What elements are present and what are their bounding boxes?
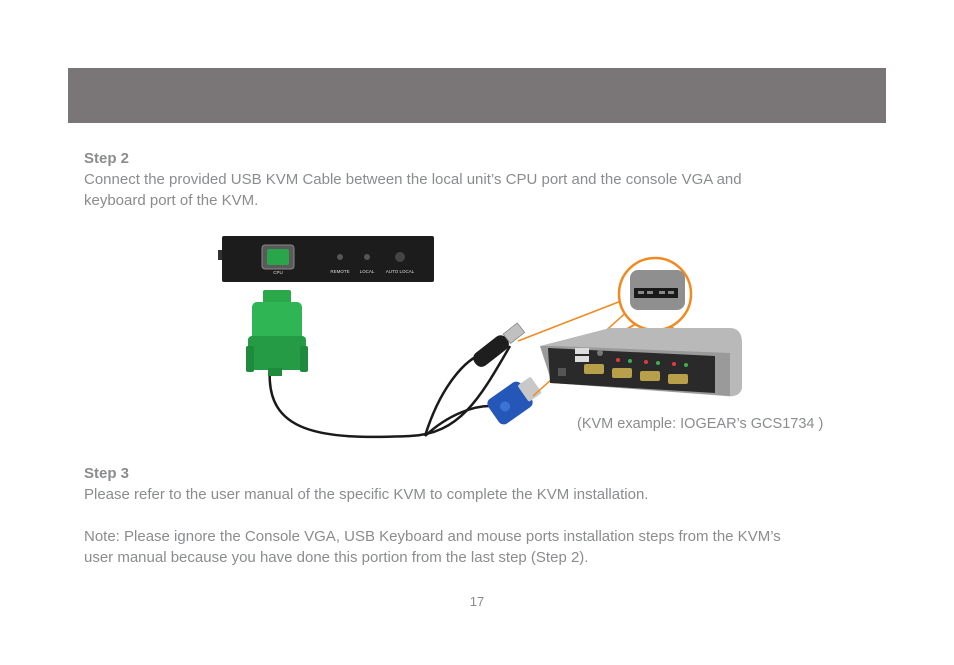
note-line1: Note: Please ignore the Console VGA, USB… — [84, 528, 781, 545]
port-label-cpu: CPU — [273, 270, 283, 275]
kvm-connection-diagram: CPU REMOTE LOCAL AUTO LOCAL — [218, 236, 742, 439]
step2-text: Connect the provided USB KVM Cable betwe… — [84, 169, 844, 211]
blue-vga-connector — [487, 377, 542, 425]
header-bar — [68, 68, 886, 123]
port-label-local: LOCAL — [360, 269, 375, 274]
diagram-caption: (KVM example: IOGEAR’s GCS1734 ) — [577, 416, 824, 432]
local-unit: CPU REMOTE LOCAL AUTO LOCAL — [218, 236, 434, 282]
page-number: 17 — [469, 594, 485, 609]
green-vga-connector — [246, 290, 308, 376]
step3-text: Please refer to the user manual of the s… — [84, 486, 649, 503]
kvm-switch — [540, 328, 742, 397]
step3-title: Step 3 — [84, 465, 130, 482]
note-line2: user manual because you have done this p… — [84, 549, 589, 566]
zoom-callout — [617, 256, 693, 333]
step2-line1: Connect the provided USB KVM Cable betwe… — [84, 171, 742, 188]
port-label-auto-local: AUTO LOCAL — [386, 269, 415, 274]
usb-plug — [473, 322, 526, 367]
note-text: Note: Please ignore the Console VGA, USB… — [84, 526, 844, 568]
port-label-remote: REMOTE — [330, 269, 349, 274]
step2-title: Step 2 — [84, 150, 130, 167]
step2-line2: keyboard port of the KVM. — [84, 192, 259, 209]
